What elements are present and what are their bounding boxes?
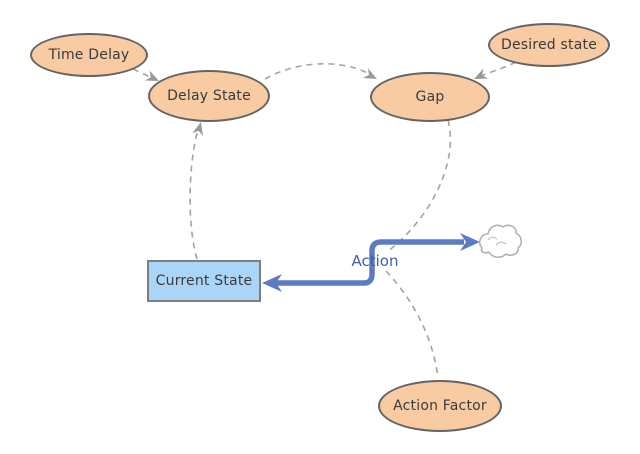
- cloud-icon[interactable]: [479, 224, 522, 258]
- arrowhead-into-delay-state-bottom: [192, 122, 203, 136]
- edge-current-state-to-delay-state[interactable]: [189, 125, 200, 260]
- node-action-factor[interactable]: Action Factor: [378, 380, 502, 432]
- flow-label-action[interactable]: Action: [351, 252, 399, 270]
- edge-desired-state-to-gap[interactable]: [478, 61, 517, 78]
- node-desired-state[interactable]: Desired state: [488, 23, 610, 67]
- arrowhead-into-gap-right: [474, 68, 489, 79]
- flow-pipe-action[interactable]: [270, 239, 464, 286]
- edge-gap-to-action[interactable]: [386, 119, 452, 253]
- node-desired-state-label: Desired state: [500, 37, 598, 53]
- arrowhead-into-delay-state-left: [144, 70, 159, 81]
- edge-time-delay-to-delay-state[interactable]: [132, 68, 151, 78]
- node-time-delay-label: Time Delay: [48, 47, 130, 63]
- node-delay-state[interactable]: Delay State: [148, 70, 270, 122]
- node-current-state[interactable]: Current State: [147, 260, 261, 302]
- node-current-state-label: Current State: [155, 273, 253, 289]
- node-gap-label: Gap: [415, 89, 445, 105]
- arrowhead-into-gap-left: [362, 68, 377, 79]
- node-action-factor-label: Action Factor: [393, 398, 487, 414]
- flow-arrowhead-into-cloud: [460, 233, 480, 251]
- edge-delay-state-to-gap[interactable]: [264, 63, 372, 80]
- node-gap[interactable]: Gap: [370, 72, 490, 122]
- node-delay-state-label: Delay State: [167, 88, 251, 104]
- flow-arrowhead-into-current-state: [262, 274, 282, 292]
- node-time-delay[interactable]: Time Delay: [30, 33, 148, 77]
- edge-action-factor-to-action[interactable]: [385, 270, 439, 379]
